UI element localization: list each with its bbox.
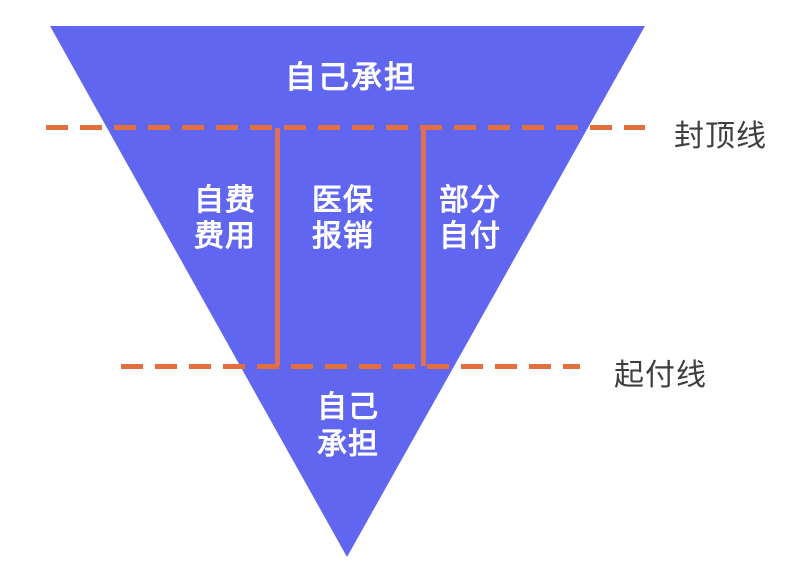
cap-dashed-line [46, 125, 645, 130]
column-label-insurance-reimbursed: 医保 报销 [283, 183, 403, 255]
column-label-line: 报销 [312, 220, 374, 253]
column-label-partial-copay: 部分 自付 [410, 183, 530, 255]
top-section-label: 自己承担 [285, 60, 417, 95]
column-label-line: 费用 [194, 220, 256, 253]
column-label-line: 部分 [439, 184, 501, 217]
deductible-line-label: 起付线 [614, 359, 707, 392]
column-label-self-funded: 自费 费用 [165, 183, 285, 255]
deductible-dashed-line [121, 364, 580, 369]
column-label-line: 医保 [312, 184, 374, 217]
column-label-line: 自费 [194, 184, 256, 217]
cap-line-label: 封顶线 [674, 120, 767, 153]
bottom-section-label: 自己 承担 [288, 389, 408, 463]
column-divider-left [275, 128, 280, 366]
column-divider-right [421, 128, 426, 366]
bottom-label-line: 自己 [317, 391, 379, 424]
column-label-line: 自付 [439, 220, 501, 253]
bottom-label-line: 承担 [317, 428, 379, 461]
